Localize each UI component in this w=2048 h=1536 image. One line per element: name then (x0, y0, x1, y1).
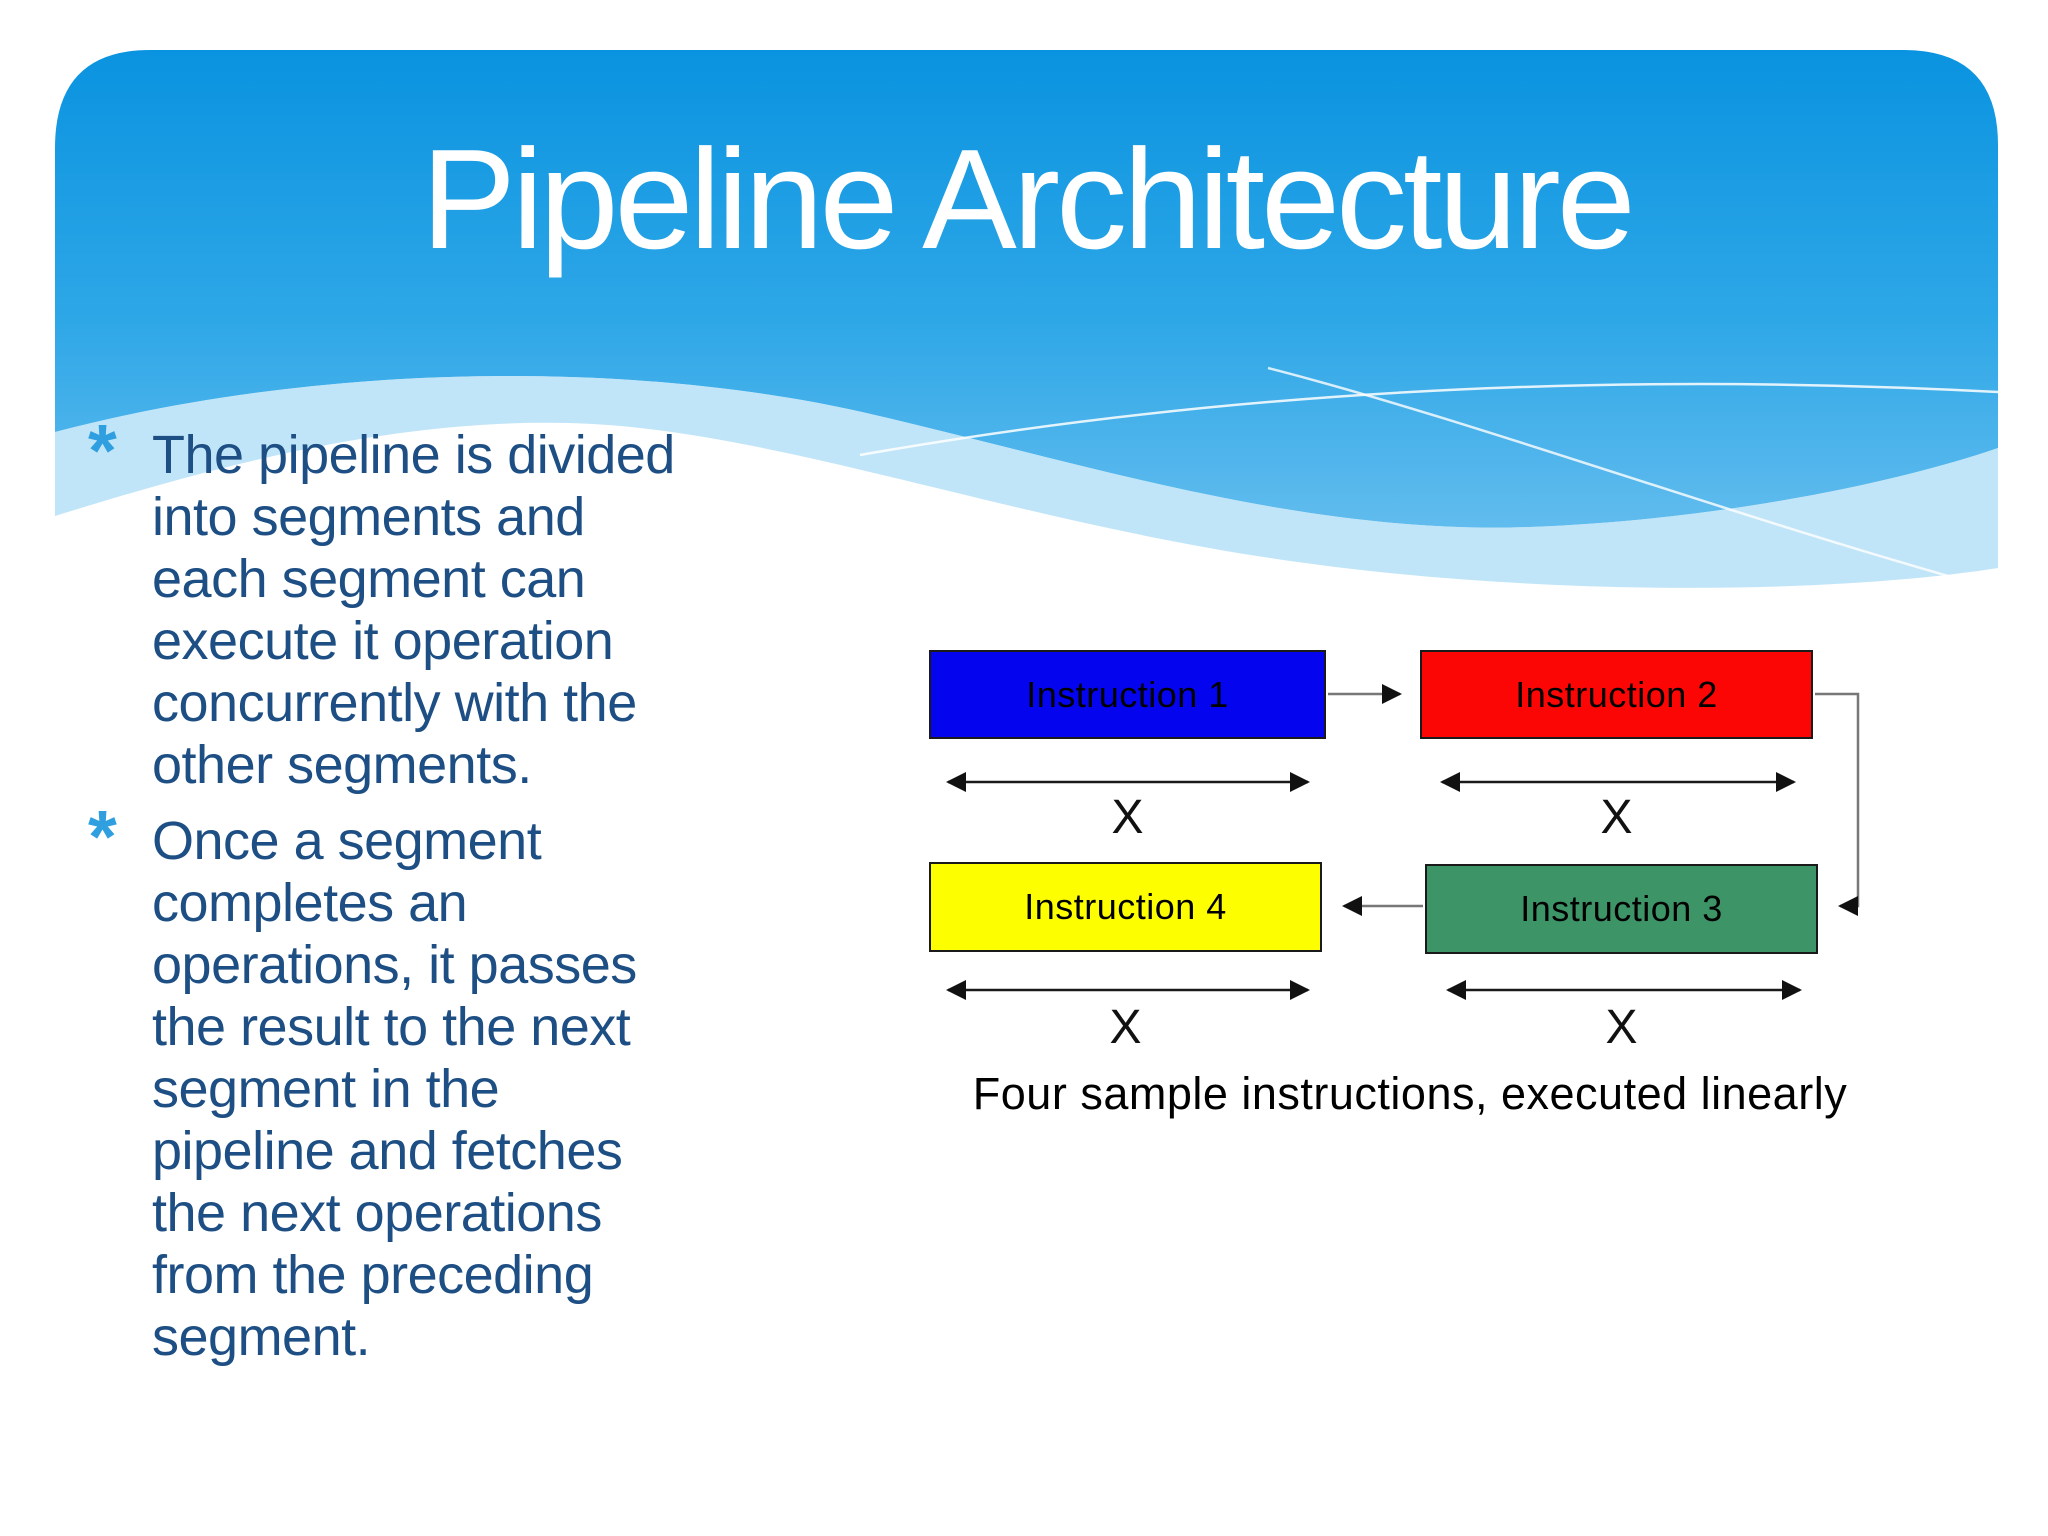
bullet-item: * Once a segment completes an operations… (88, 800, 778, 1368)
time-label-instruction3: X (1605, 1001, 1638, 1054)
instruction-box-label: Instruction 3 (1520, 888, 1723, 929)
header-accent-line-1 (859, 382, 1999, 457)
instruction-box-label: Instruction 4 (1024, 886, 1227, 927)
time-label-instruction4: X (1109, 1001, 1142, 1054)
instruction-box-label: Instruction 1 (1026, 673, 1229, 715)
time-label-instruction1: X (1111, 791, 1144, 844)
bullet-text: The pipeline is divided into segments an… (152, 425, 675, 795)
header-light-band (55, 375, 1998, 588)
instruction-box-1: Instruction 1 (929, 650, 1326, 739)
instruction-box-label: Instruction 2 (1515, 673, 1718, 715)
bullet-item: * The pipeline is divided into segments … (88, 414, 778, 796)
asterisk-bullet-icon: * (88, 795, 117, 878)
instruction-box-2: Instruction 2 (1420, 650, 1813, 739)
instruction-box-4: Instruction 4 (929, 862, 1322, 952)
instruction-box-3: Instruction 3 (1425, 864, 1818, 954)
header-accent-line-2 (1267, 366, 1956, 580)
bullet-text: Once a segment completes an operations, … (152, 811, 637, 1367)
time-label-instruction2: X (1600, 791, 1633, 844)
asterisk-bullet-icon: * (88, 409, 117, 492)
arrow-instruction2-to-instruction3 (1815, 692, 1860, 916)
bullet-list: * The pipeline is divided into segments … (88, 414, 778, 1382)
diagram-caption: Four sample instructions, executed linea… (972, 1068, 1848, 1119)
slide-title: Pipeline Architecture (421, 120, 1636, 279)
header-main-shape (55, 50, 1998, 528)
